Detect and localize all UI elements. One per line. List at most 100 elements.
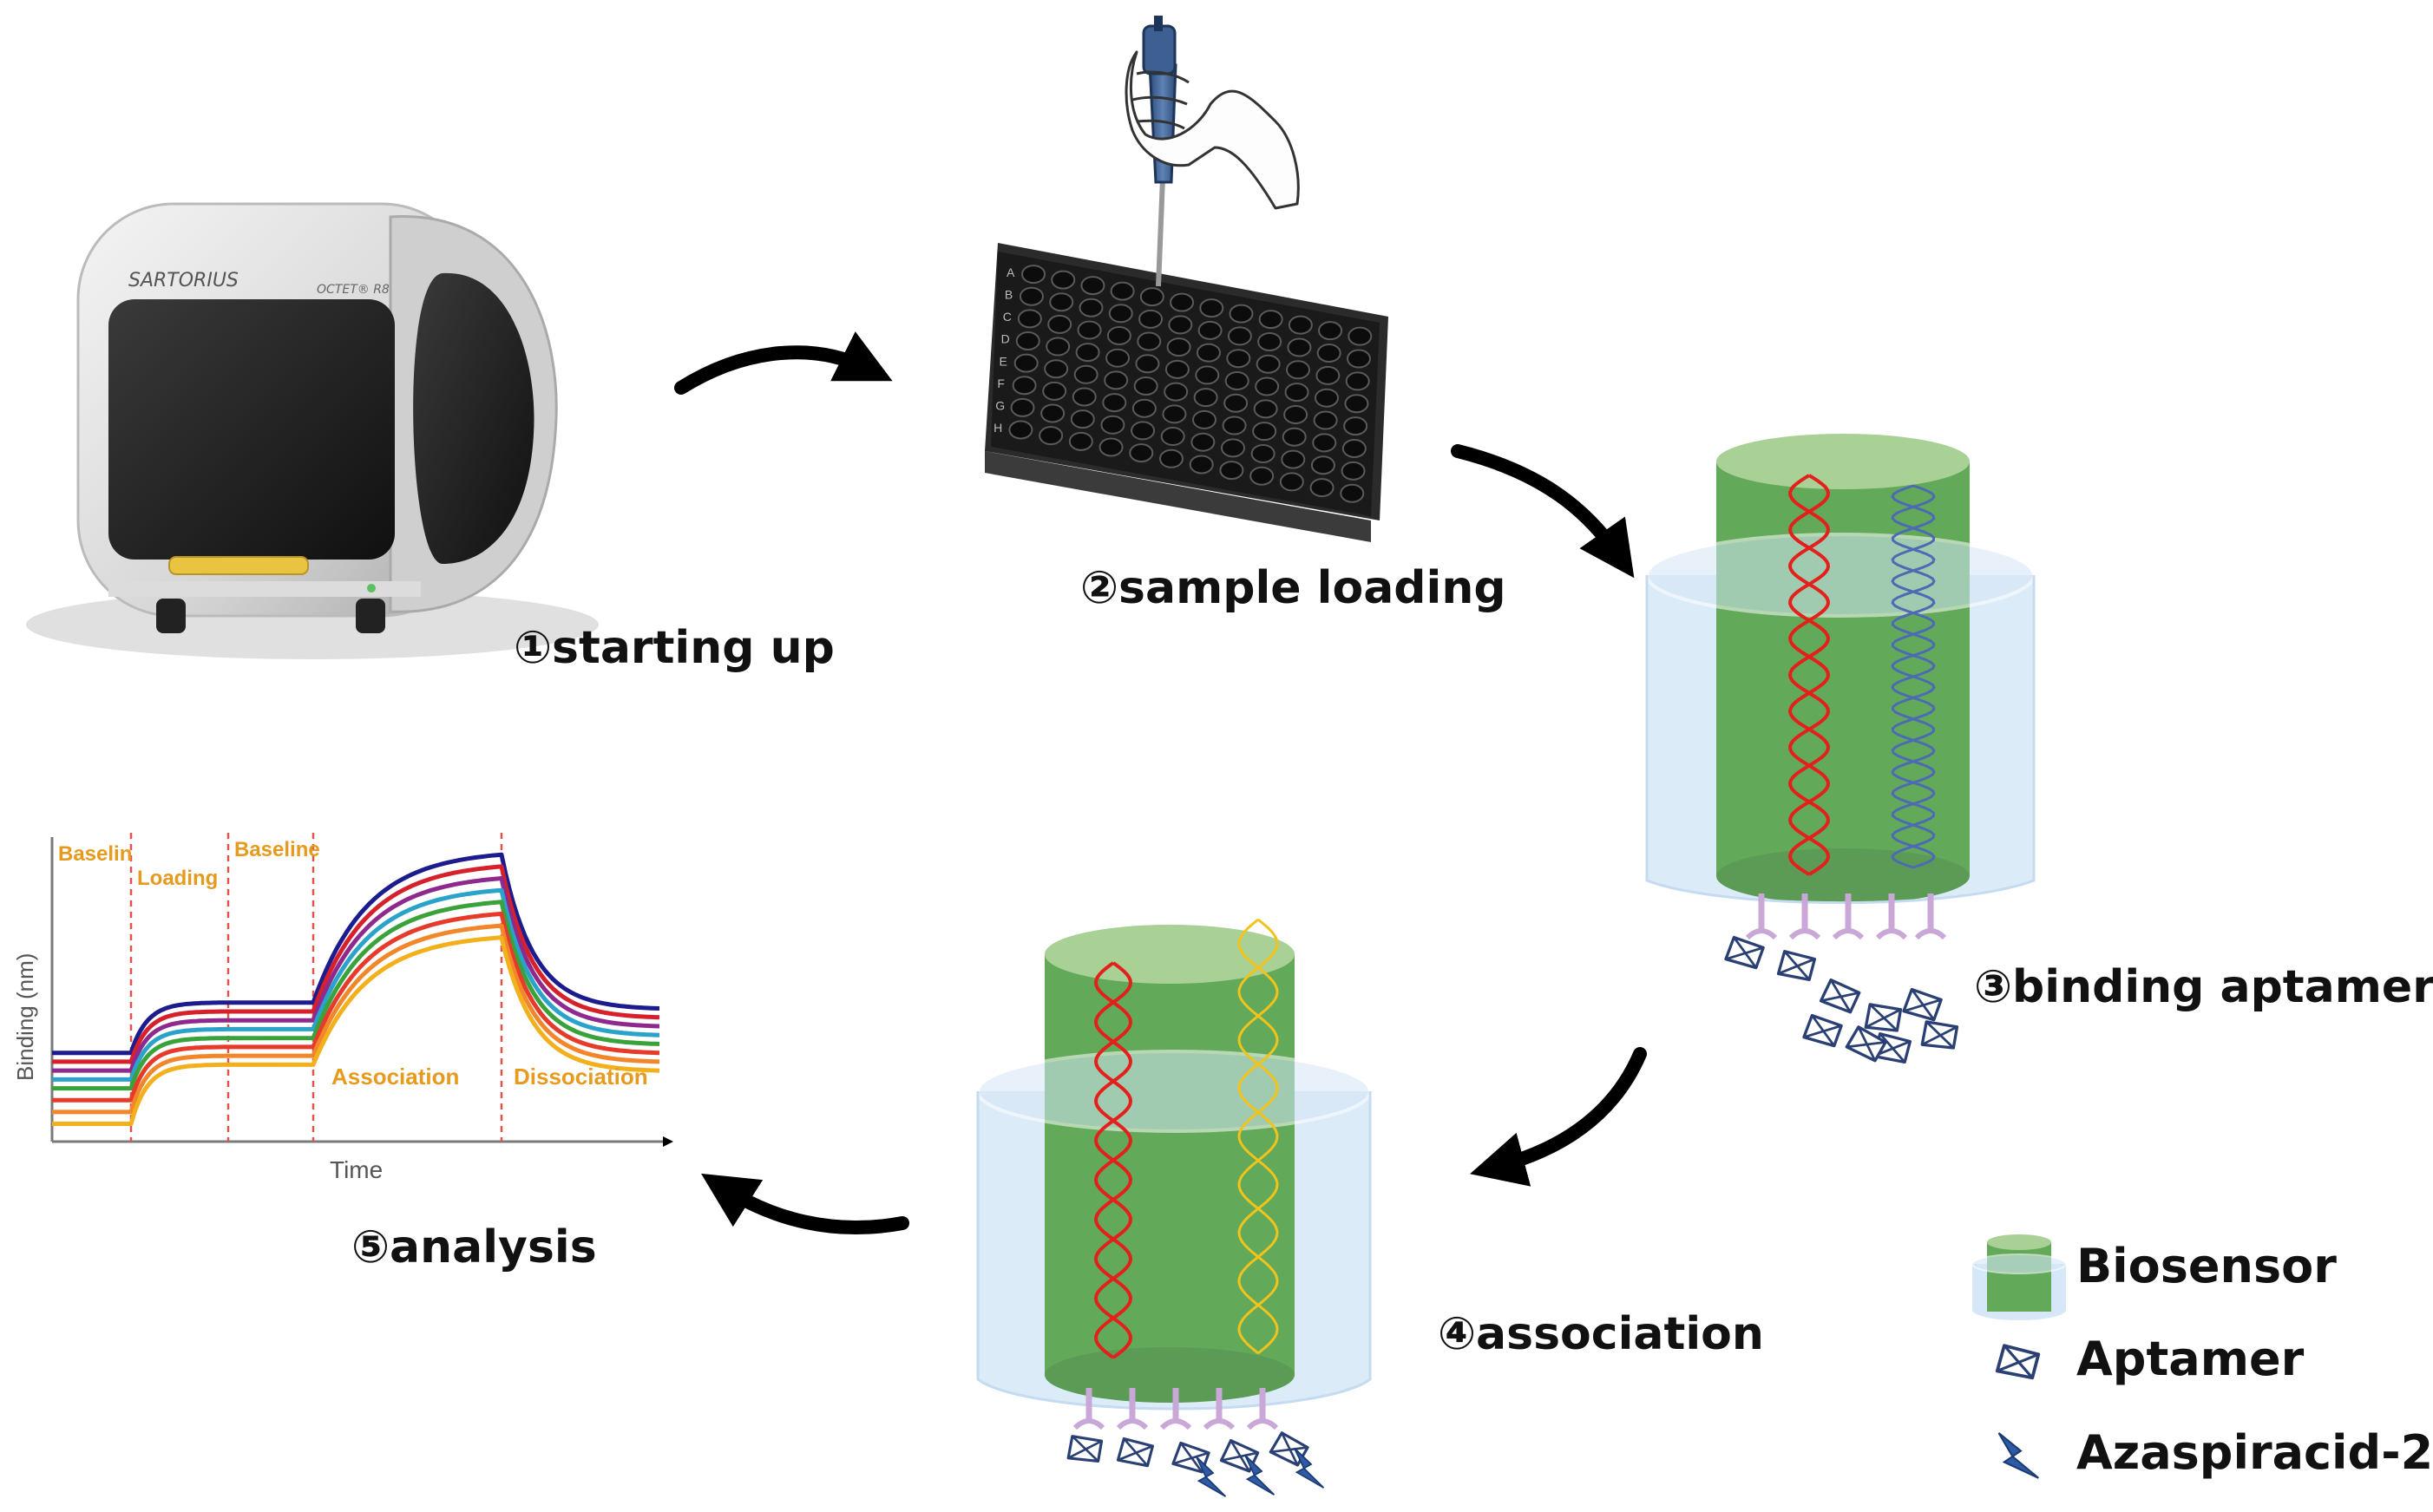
aptamer-icon bbox=[1819, 978, 1861, 1014]
plate-well bbox=[1106, 325, 1131, 345]
plate-well bbox=[1227, 326, 1252, 346]
plate-well bbox=[1049, 292, 1074, 312]
linker-foot bbox=[1788, 928, 1821, 940]
sensorgram-series bbox=[52, 876, 660, 1073]
arrow-4-to-5 bbox=[700, 1173, 909, 1234]
step-label-analysis: ⑤analysis bbox=[351, 1221, 597, 1273]
plate-well bbox=[1340, 483, 1365, 503]
plate-well bbox=[1129, 443, 1154, 463]
plate-well bbox=[1138, 309, 1164, 329]
plate-well bbox=[1108, 304, 1133, 324]
plate-well bbox=[1079, 298, 1104, 317]
plate-well bbox=[1012, 376, 1037, 396]
aptamer-icon bbox=[1864, 1003, 1903, 1032]
sensorgram-series bbox=[52, 900, 660, 1091]
linker-strands bbox=[1745, 893, 1947, 940]
plate-well bbox=[1223, 393, 1249, 413]
plate-well bbox=[1039, 426, 1064, 446]
linker-foot bbox=[1914, 928, 1947, 940]
legend-label-aptamer: Aptamer bbox=[2076, 1332, 2305, 1386]
plate-well bbox=[1309, 478, 1335, 498]
helix-strand bbox=[1787, 474, 1831, 876]
plate-well bbox=[1098, 437, 1124, 457]
plate-well bbox=[1255, 376, 1280, 396]
y-axis-label: Binding (nm) bbox=[12, 953, 38, 1081]
plate-well bbox=[1284, 383, 1309, 403]
plate-well bbox=[1077, 320, 1102, 340]
plate-row-letter: A bbox=[1007, 265, 1015, 279]
plate-well bbox=[1222, 416, 1247, 435]
helix-strand bbox=[1237, 918, 1279, 1355]
linker-foot bbox=[1203, 1418, 1236, 1430]
plate-well bbox=[1346, 349, 1371, 369]
step-label-association: ④association bbox=[1438, 1308, 1764, 1360]
azaspiracid-icon bbox=[1997, 1432, 2039, 1479]
sensorgram-series bbox=[52, 923, 660, 1115]
plate-well bbox=[1288, 315, 1313, 335]
linker-strands bbox=[1072, 1388, 1279, 1430]
legend-biosensor-icon bbox=[1971, 1234, 2067, 1320]
linker-foot bbox=[1745, 928, 1778, 940]
phase-label: Baselin bbox=[58, 842, 132, 866]
plate-well bbox=[1257, 331, 1282, 351]
aptamer-icon bbox=[1116, 1437, 1154, 1468]
plate-row-letter: F bbox=[997, 376, 1005, 390]
plate-well bbox=[1046, 337, 1071, 357]
aptamer-icon bbox=[1902, 987, 1943, 1022]
plate-well bbox=[1345, 371, 1370, 391]
sensorgram-series bbox=[52, 852, 660, 1056]
sensorgram-series bbox=[52, 864, 660, 1064]
plate-well bbox=[1344, 394, 1369, 414]
legend-label-biosensor: Biosensor bbox=[2076, 1239, 2337, 1293]
plate-well bbox=[1047, 314, 1072, 334]
plate-well bbox=[1286, 360, 1311, 380]
plate-well bbox=[1343, 416, 1368, 436]
workflow-arrows bbox=[674, 331, 1647, 1234]
plate-well bbox=[1250, 443, 1276, 463]
plate-well bbox=[1100, 415, 1125, 435]
plate-well bbox=[1281, 449, 1306, 469]
sensorgram-series bbox=[52, 887, 660, 1082]
aptamer-icon bbox=[1920, 1020, 1959, 1050]
octet-instrument-illustration: SARTORIUS OCTET® R8 bbox=[26, 202, 599, 659]
linker-foot bbox=[1875, 928, 1908, 940]
plate-well bbox=[1192, 409, 1217, 429]
phase-label: Loading bbox=[137, 867, 218, 890]
plate-well bbox=[1315, 365, 1341, 385]
plate-well bbox=[1102, 393, 1127, 413]
helix-strand bbox=[1237, 918, 1279, 1355]
azaspiracid-icon bbox=[1196, 1456, 1227, 1497]
plate-well bbox=[1341, 439, 1367, 459]
sensorgram-series bbox=[52, 935, 660, 1127]
plate-well bbox=[1313, 410, 1338, 430]
plate-well bbox=[1229, 304, 1254, 324]
plate-well bbox=[1253, 399, 1278, 419]
aptamer-icon bbox=[1724, 935, 1765, 970]
phase-label: Dissociation bbox=[514, 1064, 648, 1090]
plate-well bbox=[1158, 448, 1184, 468]
aptamer-icon bbox=[1802, 1013, 1843, 1048]
plate-well bbox=[1070, 409, 1095, 429]
plate-well bbox=[1080, 276, 1105, 296]
association-illustration bbox=[976, 918, 1372, 1497]
plate-well bbox=[1170, 292, 1195, 312]
plate-well bbox=[1193, 388, 1218, 408]
phase-label: Association bbox=[331, 1064, 459, 1090]
plate-well bbox=[1104, 370, 1129, 390]
plate-well bbox=[1110, 281, 1135, 301]
plate-well bbox=[1312, 433, 1337, 453]
plate-well bbox=[1160, 427, 1185, 447]
instrument-model: OCTET® R8 bbox=[317, 283, 390, 297]
plate-well bbox=[1008, 420, 1033, 440]
arrow-2-to-3 bbox=[1451, 444, 1635, 579]
plate-well bbox=[1137, 331, 1162, 351]
aptamer-toxin-complexes bbox=[1066, 1431, 1325, 1497]
aptamer-helices bbox=[1787, 474, 1936, 876]
plate-row-letter: E bbox=[999, 354, 1007, 368]
plate-well bbox=[1190, 432, 1216, 452]
step-label-starting-up: ①starting up bbox=[514, 622, 835, 674]
aptamer-icon bbox=[1776, 950, 1817, 981]
plate-row-letter: H bbox=[994, 421, 1002, 435]
plate-well bbox=[1196, 343, 1221, 363]
